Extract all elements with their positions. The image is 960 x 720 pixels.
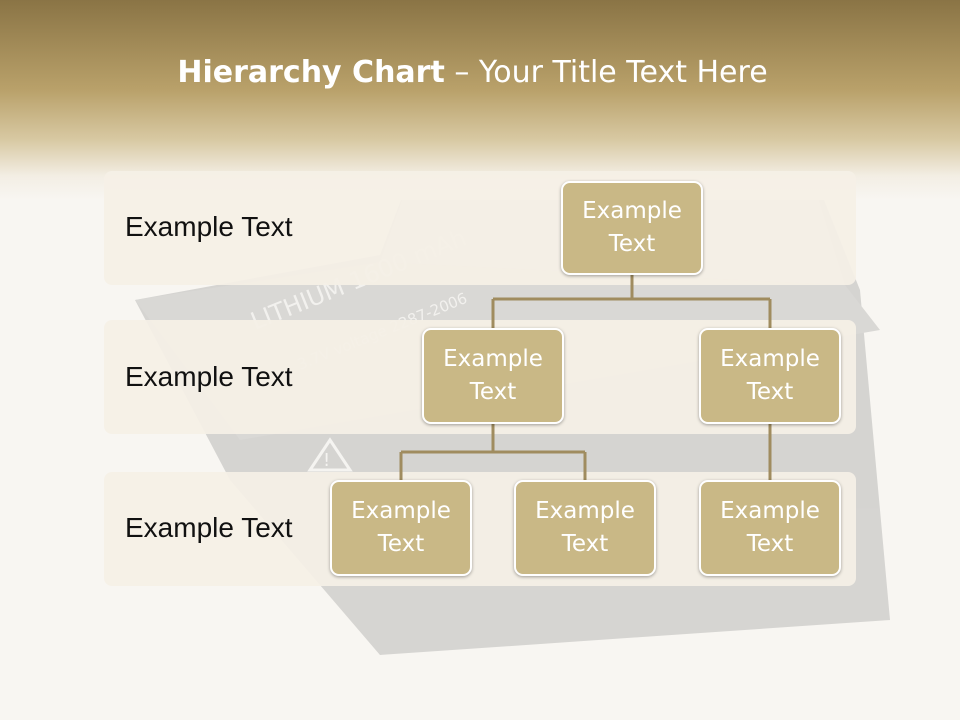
node-level3-c: Example Text [699, 480, 841, 576]
row-2-label: Example Text [125, 361, 293, 392]
node-root: Example Text [561, 181, 703, 275]
row-3-label: Example Text [125, 512, 293, 543]
node-level2-right: Example Text [699, 328, 841, 424]
node-level2-left: Example Text [422, 328, 564, 424]
row-1-label: Example Text [125, 211, 293, 242]
hierarchy-row-1 [104, 171, 856, 285]
header-band [0, 0, 960, 200]
node-level3-a: Example Text [330, 480, 472, 576]
title-rest-part: – Your Title Text Here [444, 55, 768, 90]
slide-title: Hierarchy Chart – Your Title Text Here [0, 55, 945, 90]
svg-text:!: ! [323, 450, 330, 471]
node-level3-b: Example Text [514, 480, 656, 576]
title-bold-part: Hierarchy Chart [177, 55, 445, 90]
